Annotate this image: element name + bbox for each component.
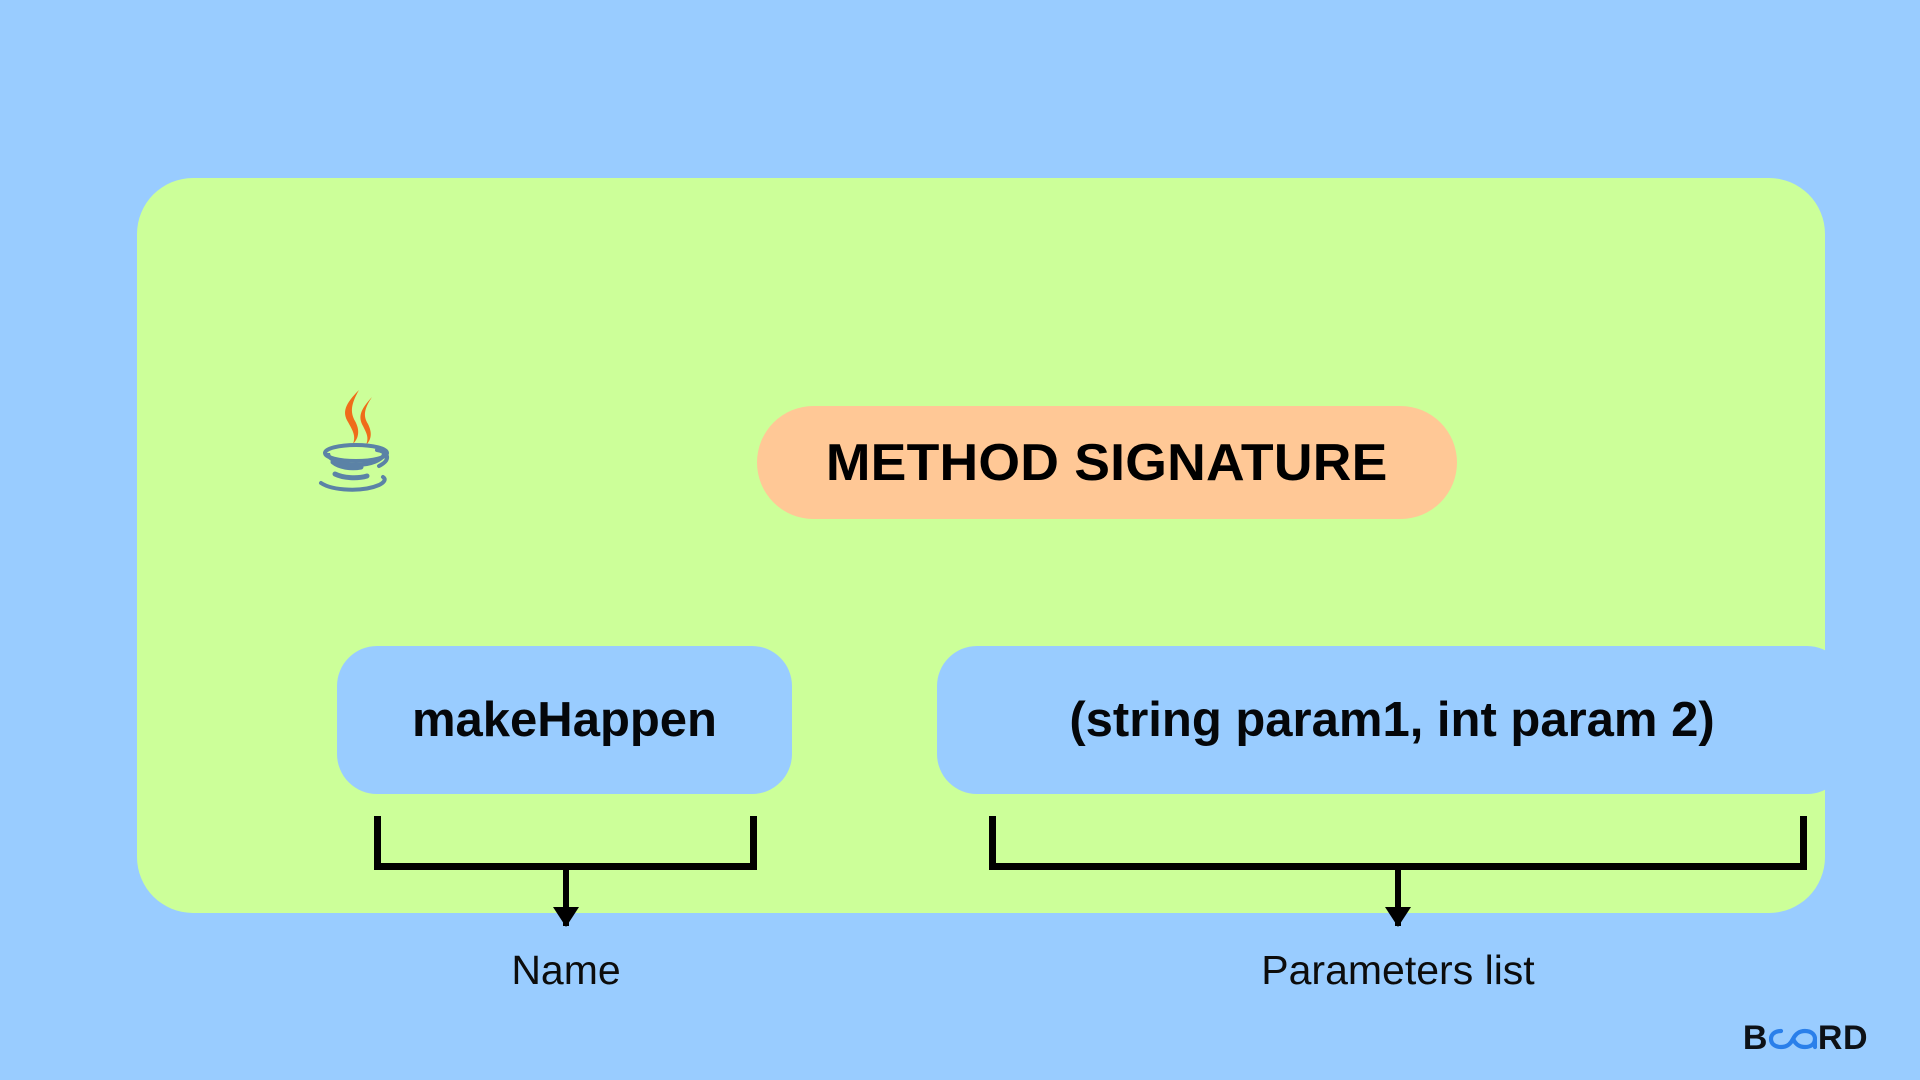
parameters-caption: Parameters list	[1261, 947, 1535, 993]
parameters-box: (string param1, int param 2)	[937, 646, 1847, 794]
arrow-shaft	[1395, 869, 1401, 926]
arrow-head	[1385, 907, 1411, 927]
name-arrow-icon	[553, 869, 579, 927]
bracket-tick-left	[989, 816, 996, 870]
parameters-bracket	[989, 815, 1807, 870]
bracket-bar	[989, 863, 1807, 870]
bracket-bar	[374, 863, 757, 870]
bracket-tick-right	[750, 816, 757, 870]
board-infinity-icon	[1768, 1026, 1817, 1052]
board-logo-prefix: B	[1742, 1019, 1768, 1057]
method-name-text: makeHappen	[411, 693, 717, 747]
bracket-tick-left	[374, 816, 381, 870]
arrow-head	[553, 907, 579, 927]
page-title: METHOD SIGNATURE	[826, 433, 1388, 492]
board-logo: B RD	[1743, 1019, 1868, 1058]
name-caption: Name	[511, 947, 621, 993]
content-card: METHOD SIGNATURE makeHappen (string para…	[137, 178, 1847, 993]
bracket-tick-right	[1800, 816, 1807, 870]
method-signature-title-pill: METHOD SIGNATURE	[757, 406, 1457, 519]
name-bracket	[374, 815, 757, 870]
method-name-box: makeHappen	[337, 646, 792, 794]
board-logo-suffix: RD	[1817, 1019, 1868, 1057]
java-logo-icon	[315, 388, 397, 493]
parameters-arrow-icon	[1385, 869, 1411, 927]
parameters-text: (string param1, int param 2)	[1069, 693, 1715, 747]
arrow-shaft	[563, 869, 569, 926]
